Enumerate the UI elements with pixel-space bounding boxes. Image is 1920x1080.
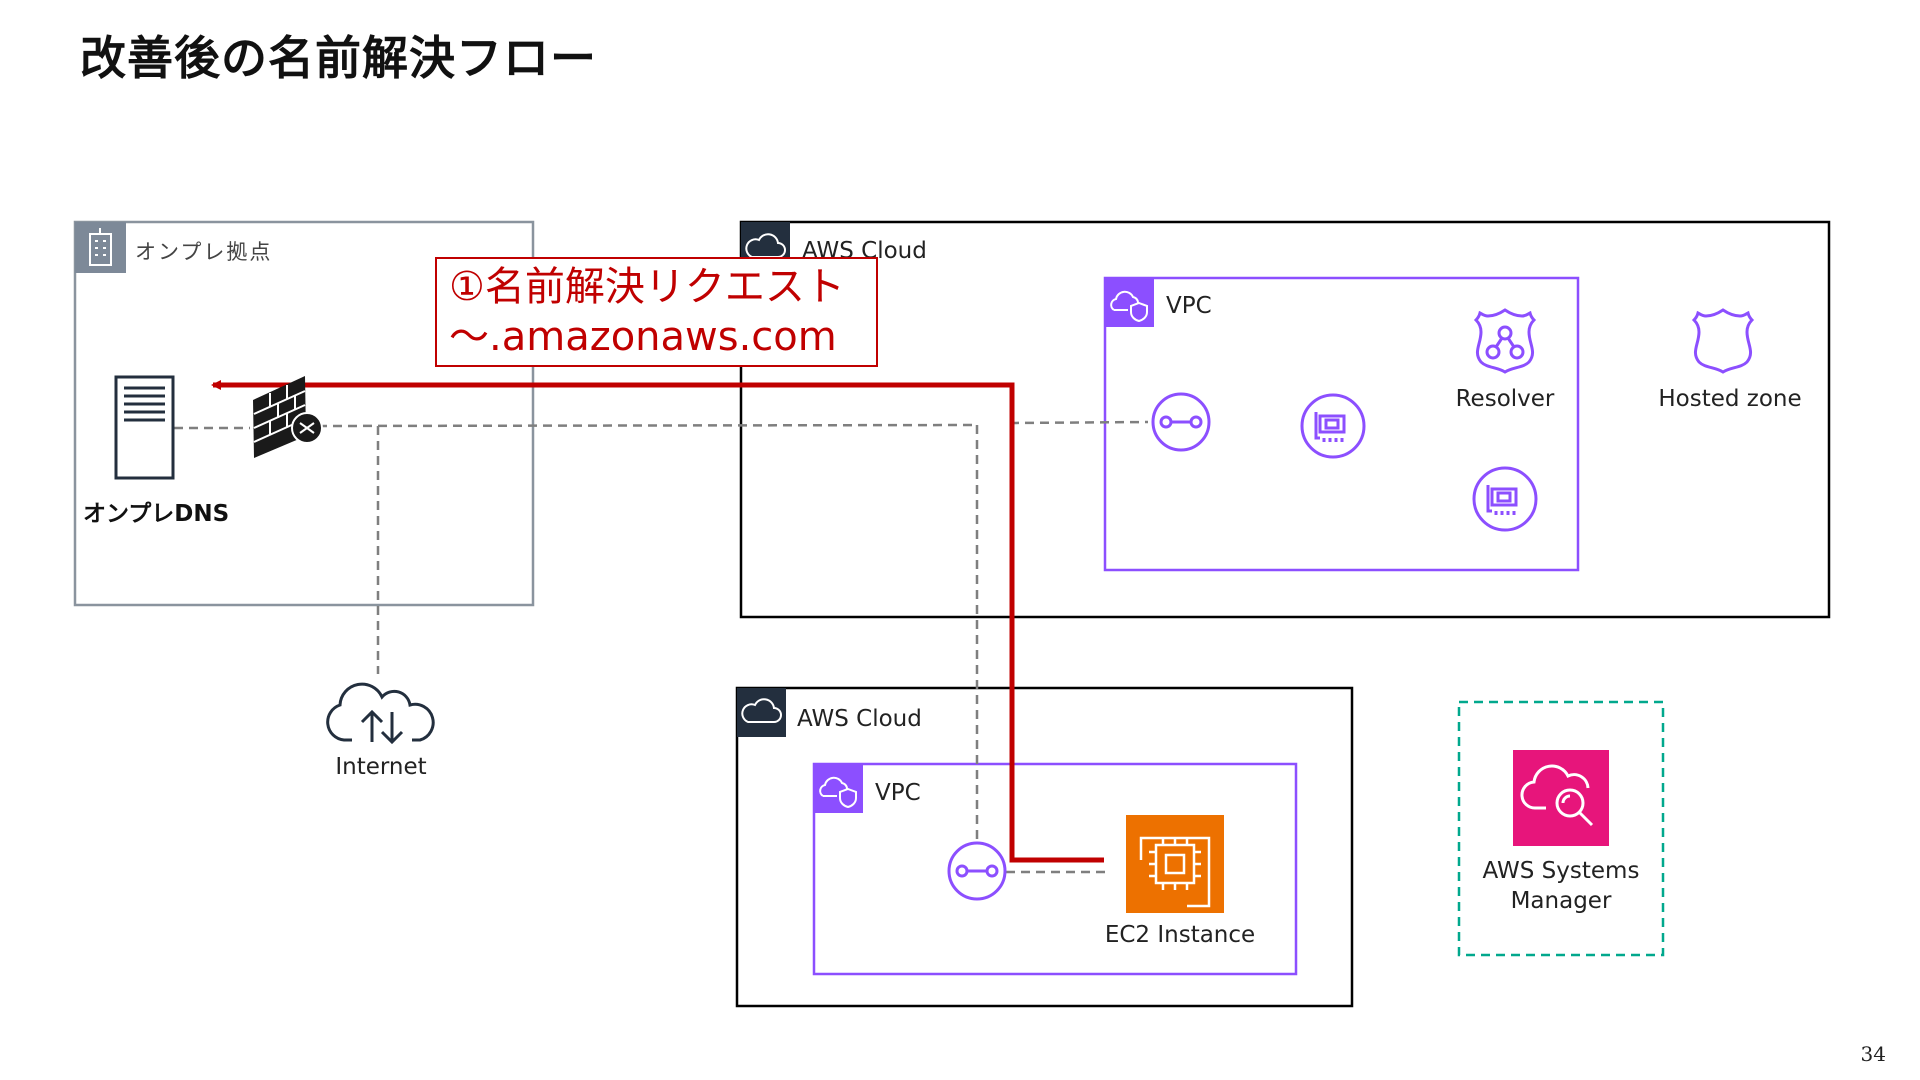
server-icon [114, 375, 175, 480]
aws-cloud-group-bottom [735, 686, 1354, 1008]
request-callout: ①名前解決リクエスト ～.amazonaws.com [435, 257, 878, 367]
cloud-icon [741, 698, 782, 723]
ssm-group [1457, 700, 1665, 957]
vpc-group-bottom [812, 762, 1298, 976]
ssm-label-line1: AWS Systems [1482, 858, 1640, 884]
vpc-cloud-icon [819, 776, 849, 797]
internet-icon [326, 682, 435, 745]
resolver-label: Resolver [1455, 386, 1555, 412]
ssm-label: AWS Systems Manager [1461, 856, 1661, 916]
ssm-label-line2: Manager [1510, 888, 1612, 914]
hosted-zone-icon [1691, 308, 1755, 374]
systems-manager-icon [1513, 750, 1609, 846]
endpoint-icon [1151, 392, 1211, 452]
callout-line2: ～.amazonaws.com [449, 314, 837, 360]
vpc-bottom-label: VPC [875, 780, 921, 806]
ec2-instance-label: EC2 Instance [1104, 922, 1256, 948]
building-icon [89, 228, 112, 266]
onprem-dns-label: オンプレDNS [83, 501, 230, 527]
hosted-zone-label: Hosted zone [1658, 386, 1802, 412]
page-number: 34 [1860, 1042, 1886, 1066]
vpc-cloud-icon [1110, 290, 1140, 311]
endpoint-icon [947, 841, 1007, 901]
resolver-icon [1473, 308, 1537, 374]
page-title: 改善後の名前解決フロー [80, 31, 597, 85]
vpc-top-label: VPC [1166, 293, 1212, 319]
onprem-group-label: オンプレ拠点 [135, 240, 273, 264]
vpc-group-top [1103, 276, 1580, 572]
vpc-shield-icon [839, 787, 857, 809]
onprem-group [73, 220, 535, 607]
dns-request-arrow [211, 380, 1104, 863]
internet-label: Internet [335, 754, 427, 780]
network-interface-icon [1472, 466, 1538, 532]
cloud-icon [745, 233, 786, 258]
callout-line1: ①名前解決リクエスト [449, 264, 845, 310]
ec2-instance-icon [1126, 815, 1224, 913]
vpc-shield-icon [1130, 301, 1148, 323]
aws-cloud-bottom-label: AWS Cloud [797, 706, 922, 732]
aws-cloud-group-top [739, 220, 1831, 619]
network-interface-icon [1300, 393, 1366, 459]
network-connections [174, 420, 1149, 874]
firewall-icon [253, 376, 323, 458]
